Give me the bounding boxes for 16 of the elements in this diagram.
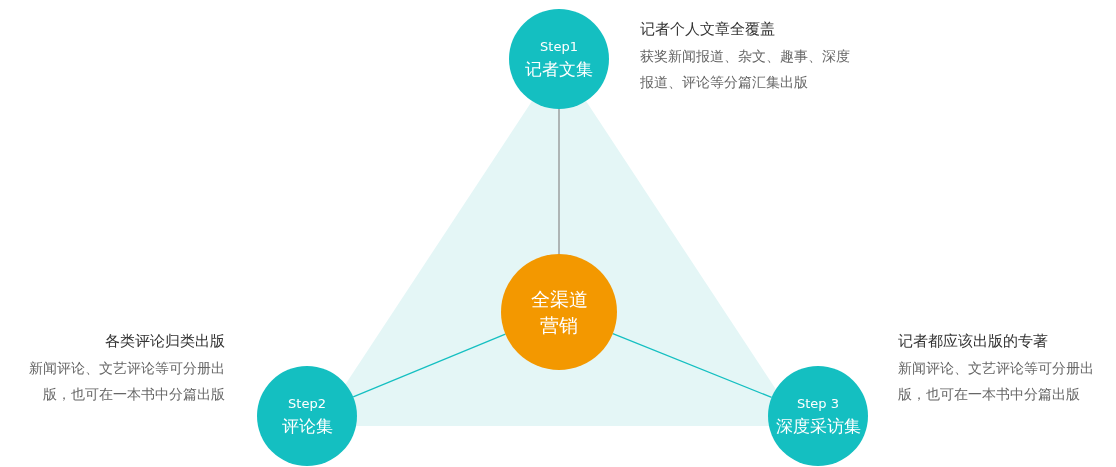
step-label: Step2	[288, 395, 326, 413]
circle-title: 记者文集	[525, 58, 593, 81]
circle-title: 全渠道营销	[529, 287, 589, 338]
circle-title: 评论集	[281, 415, 333, 438]
circle-title: 深度采访集	[775, 415, 861, 438]
connector-line	[612, 333, 773, 398]
step-description: 新闻评论、文艺评论等可分册出版，也可在一本书中分篇出版	[898, 359, 1095, 404]
step-heading: 记者个人文章全覆盖	[640, 19, 776, 39]
step-heading: 各类评论归类出版	[104, 331, 225, 351]
step-heading: 记者都应该出版的专著	[898, 331, 1049, 351]
step-label: Step 3	[797, 395, 839, 413]
step-description: 获奖新闻报道、杂文、趣事、深度报道、评论等分篇汇集出版	[640, 47, 851, 92]
step-description: 新闻评论、文艺评论等可分册出版，也可在一本书中分篇出版	[28, 359, 225, 404]
connector-line	[352, 333, 506, 398]
connector-line	[558, 108, 560, 255]
step-label: Step1	[540, 38, 578, 56]
